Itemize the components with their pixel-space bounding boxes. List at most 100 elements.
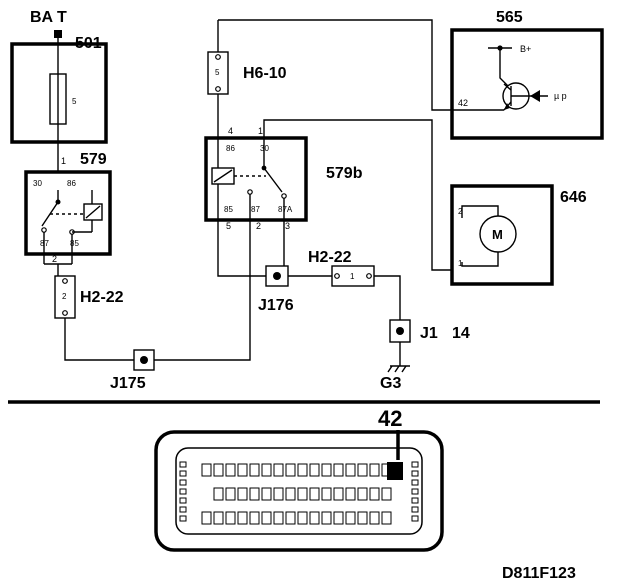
ecu-pin-slot: [201, 463, 212, 477]
ecu-pin-slot: [201, 511, 212, 525]
ecu-connector-inner: [175, 447, 423, 535]
ecu-pin-slot: [345, 463, 356, 477]
relay-579-pin-1: 1: [61, 156, 66, 166]
connector-h6-10-label: H6-10: [243, 65, 287, 82]
battery-terminal: [54, 30, 62, 38]
relay-579-pin-86: 86: [67, 179, 76, 188]
relay-579-pin-87: 87: [40, 239, 49, 248]
relay-579b-pin-87: 87: [251, 205, 260, 214]
ecu-latch-rib: [179, 497, 187, 504]
connector-h2-22-left-pin: 2: [62, 292, 67, 301]
ecu-pin-slot: [381, 487, 392, 501]
relay-579b-pin-85: 85: [224, 205, 233, 214]
ecu-latch-rib: [179, 461, 187, 468]
ecu-pin-slot: [261, 487, 272, 501]
ecu-pin-slot: [261, 511, 272, 525]
ecu-pin-slot: [285, 511, 296, 525]
ecu-pin-slot: [297, 463, 308, 477]
ecu-pin-grid: [201, 463, 392, 525]
connector-j1-pin: 14: [452, 325, 470, 342]
ecu-latch-rib: [411, 488, 419, 495]
relay-579b-pin-5: 5: [226, 221, 231, 231]
ecu-pin-slot: [261, 463, 272, 477]
ecu-pin-slot: [297, 487, 308, 501]
relay-579b-pin-87a: 87A: [278, 205, 293, 214]
ecu-pin-slot: [357, 511, 368, 525]
relay-579b-pin-86: 86: [226, 144, 235, 153]
ecu-pin-42: [387, 462, 403, 480]
ecu-pin-slot: [321, 511, 332, 525]
ecu-latch-rib: [411, 479, 419, 486]
ecu-pin-slot: [213, 487, 224, 501]
relay-579-pin-30: 30: [33, 179, 42, 188]
module-646-id: 646: [560, 189, 587, 206]
ecu-latch-rib: [179, 470, 187, 477]
connector-j1-label: J1: [420, 325, 438, 342]
ecu-pin-slot: [225, 487, 236, 501]
fuse-5-value: 5: [72, 97, 77, 106]
module-565-id: 565: [496, 9, 523, 26]
relay-579b-pin-30: 30: [260, 144, 269, 153]
relay-579b-id: 579b: [326, 165, 363, 182]
module-646-pin-2: 2: [458, 207, 463, 216]
connector-h2-22-left-label: H2-22: [80, 289, 124, 306]
relay-579b-pin-4: 4: [228, 126, 233, 136]
relay-579: [24, 170, 112, 256]
bat-label: BA T: [30, 9, 67, 26]
ecu-pin-slot: [333, 511, 344, 525]
fuse-box-501: [10, 42, 108, 144]
ecu-pin-slot: [321, 487, 332, 501]
relay-579-id: 579: [80, 151, 107, 168]
ecu-pin-slot: [285, 463, 296, 477]
ecu-latch-rib: [411, 506, 419, 513]
ecu-pin-slot: [333, 487, 344, 501]
relay-579b-pin-1: 1: [258, 126, 263, 136]
connector-h2-22-right-pin: 1: [350, 272, 355, 281]
ecu-pin-slot: [321, 463, 332, 477]
ecu-pin-slot: [213, 463, 224, 477]
module-565: [450, 28, 604, 140]
module-565-pin-42: 42: [458, 98, 468, 108]
relay-579b-pin-2: 2: [256, 221, 261, 231]
ecu-pin-slot: [297, 511, 308, 525]
relay-579b: [204, 136, 308, 222]
ecu-pin-slot: [249, 463, 260, 477]
connector-h6-10-pin: 5: [215, 68, 220, 77]
ecu-pin-slot: [213, 511, 224, 525]
ecu-pin-slot: [309, 511, 320, 525]
module-565-bplus: B+: [520, 44, 531, 54]
ecu-latch-rib: [411, 497, 419, 504]
ecu-pin-slot: [369, 511, 380, 525]
figure-code: D811F123: [502, 565, 576, 582]
ecu-pin-slot: [273, 511, 284, 525]
ecu-pin-slot: [345, 487, 356, 501]
ecu-pin-slot: [225, 511, 236, 525]
ecu-pin-slot: [237, 487, 248, 501]
ecu-pin-slot: [309, 487, 320, 501]
splice-j175-label: J175: [110, 375, 146, 392]
ecu-pin-slot: [369, 487, 380, 501]
ecu-latch-rib: [179, 506, 187, 513]
ecu-latch-right: [411, 461, 419, 522]
ecu-pin-slot: [237, 463, 248, 477]
connector-h2-22-right-label: H2-22: [308, 249, 352, 266]
ecu-pin-slot: [285, 487, 296, 501]
ecu-pin-slot: [345, 511, 356, 525]
ecu-latch-left: [179, 461, 187, 522]
ecu-latch-rib: [179, 515, 187, 522]
ecu-latch-rib: [411, 515, 419, 522]
ecu-pin-callout: 42: [378, 406, 402, 431]
ecu-pin-slot: [357, 487, 368, 501]
relay-579-pin-2: 2: [52, 254, 57, 264]
ecu-latch-rib: [411, 461, 419, 468]
ecu-connector-outline: [154, 430, 444, 552]
ecu-pin-slot: [357, 463, 368, 477]
ecu-pin-slot: [273, 487, 284, 501]
ecu-latch-rib: [411, 470, 419, 477]
motor-label: M: [492, 227, 503, 242]
module-646: [450, 184, 554, 286]
ecu-latch-rib: [179, 488, 187, 495]
ground-g3-label: G3: [380, 375, 401, 392]
ecu-latch-rib: [179, 479, 187, 486]
